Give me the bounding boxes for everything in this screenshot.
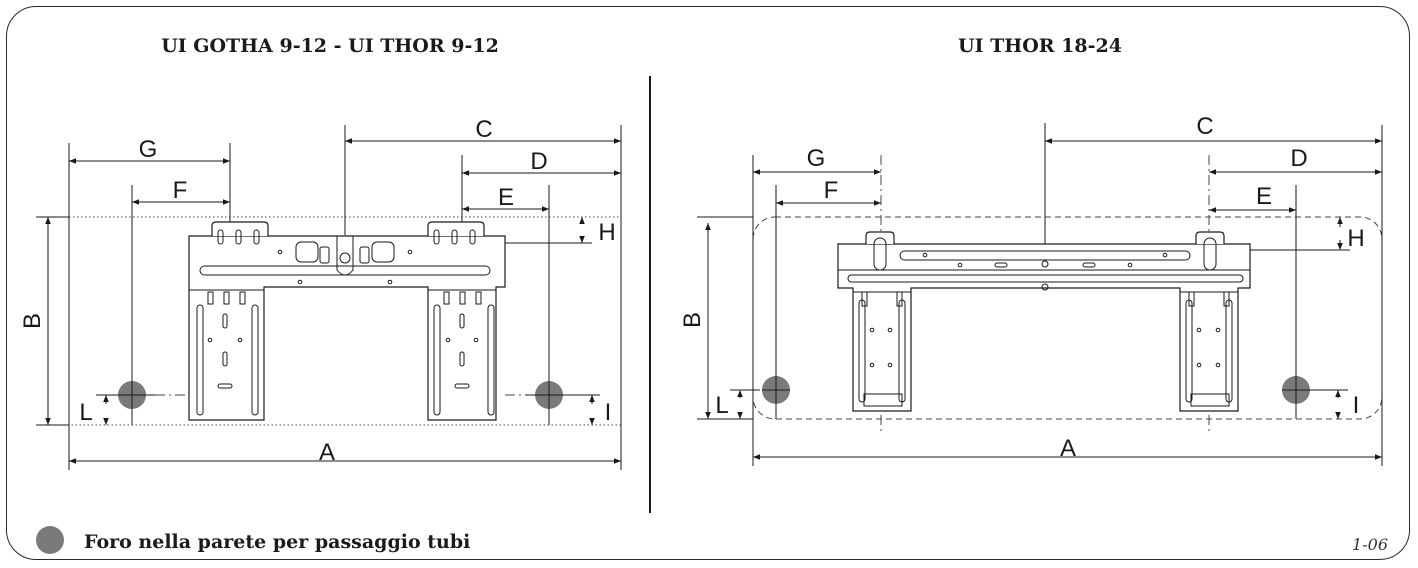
dim-label-l: L [79, 399, 92, 426]
legend-text: Foro nella parete per passaggio tubi [84, 531, 470, 553]
right-diagram: A C G D F E H L I B [679, 113, 1383, 466]
left-mounting-plate [188, 221, 506, 421]
dim-label-e: E [498, 184, 514, 211]
dim-label-b: B [679, 312, 706, 328]
page-frame [6, 6, 1410, 560]
dim-label-d: D [530, 148, 547, 175]
dim-label-b: B [19, 313, 46, 329]
dim-label-d: D [1290, 145, 1307, 172]
dim-label-i: I [605, 399, 612, 426]
dim-label-i: I [1353, 392, 1360, 419]
wall-hole-icon [36, 526, 64, 554]
dim-label-h: H [1347, 225, 1364, 252]
dim-label-f: F [173, 177, 188, 204]
dim-label-f: F [824, 177, 839, 204]
dim-label-e: E [1256, 183, 1272, 210]
dim-label-c: C [1196, 113, 1213, 140]
left-diagram: A C G D F E H L I B [19, 116, 622, 470]
right-mounting-plate [837, 231, 1251, 412]
dim-label-c: C [475, 116, 492, 143]
left-panel-title: UI GOTHA 9-12 - UI THOR 9-12 [161, 35, 499, 57]
dim-label-a: A [1060, 435, 1076, 462]
right-panel-title: UI THOR 18-24 [958, 35, 1122, 57]
dim-label-h: H [598, 219, 615, 246]
page-code: 1-06 [1352, 535, 1388, 554]
dim-label-g: G [807, 145, 826, 172]
dim-label-l: L [715, 392, 728, 419]
dim-label-g: G [139, 136, 158, 163]
dim-label-a: A [319, 439, 335, 466]
